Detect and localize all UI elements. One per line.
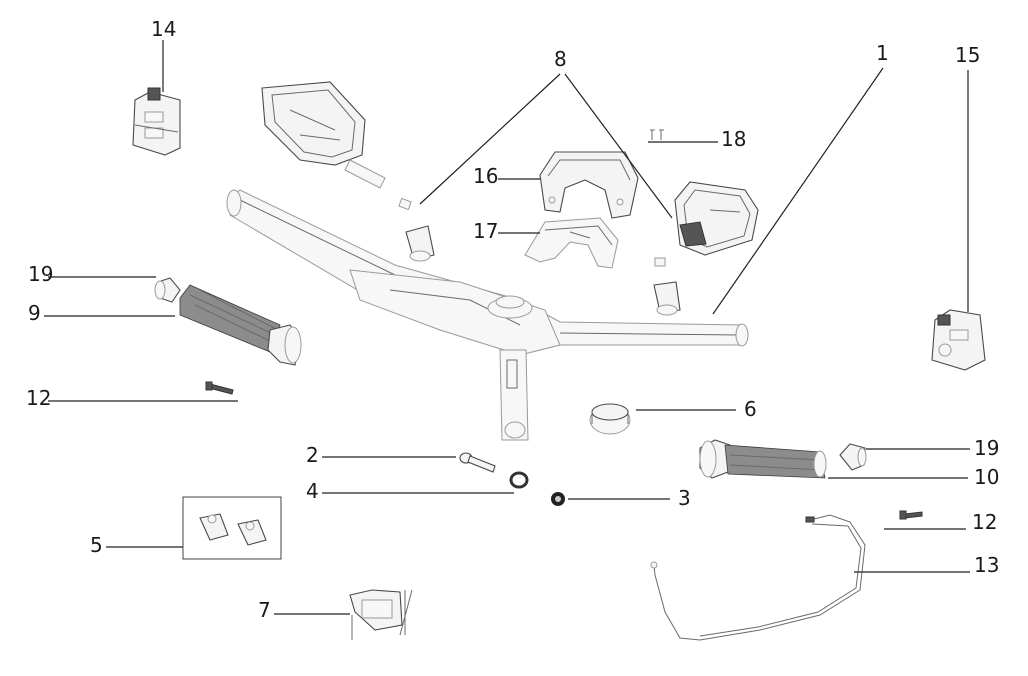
callout-3: 3 — [678, 486, 691, 510]
nut-part — [551, 492, 565, 506]
callouts: 1 8 14 15 18 16 17 19 9 12 6 2 — [26, 17, 999, 622]
switch-left-part — [132, 87, 181, 156]
callout-10: 10 — [974, 465, 999, 489]
callout-16: 16 — [473, 164, 498, 188]
bar-end-right-part — [839, 443, 867, 471]
callout-15: 15 — [955, 43, 980, 67]
cover-upper-part — [539, 151, 639, 219]
callout-12-left: 12 — [26, 386, 51, 410]
callout-4: 4 — [306, 479, 319, 503]
callout-6: 6 — [744, 397, 757, 421]
bar-end-left-part — [154, 277, 181, 303]
cover-lower-part — [524, 217, 619, 269]
callout-1: 1 — [876, 41, 889, 65]
mirror-left-part — [261, 81, 435, 262]
callout-12-right: 12 — [972, 510, 997, 534]
callout-2: 2 — [306, 443, 319, 467]
grip-right-part — [699, 439, 827, 479]
bracket-part — [349, 589, 413, 640]
clamp-set-part — [182, 496, 282, 560]
washer-part — [509, 471, 529, 489]
throttle-cable-part — [650, 514, 866, 641]
callout-8: 8 — [554, 47, 567, 71]
callout-9: 9 — [28, 301, 41, 325]
callout-14: 14 — [151, 17, 176, 41]
callout-7: 7 — [258, 598, 271, 622]
callout-5: 5 — [90, 533, 103, 557]
mirror-right-part — [653, 181, 759, 316]
handlebar-part — [226, 189, 749, 441]
grip-left-part — [179, 284, 302, 366]
callout-18: 18 — [721, 127, 746, 151]
callout-19-right: 19 — [974, 436, 999, 460]
small-screws-part — [650, 129, 664, 140]
bolt-part — [459, 452, 496, 473]
screw-right-part — [899, 510, 923, 520]
switch-right-part — [931, 309, 986, 371]
callout-19-left: 19 — [28, 262, 53, 286]
screw-left-part — [205, 381, 234, 395]
bushing-part — [589, 403, 631, 435]
callout-13: 13 — [974, 553, 999, 577]
callout-17: 17 — [473, 219, 498, 243]
